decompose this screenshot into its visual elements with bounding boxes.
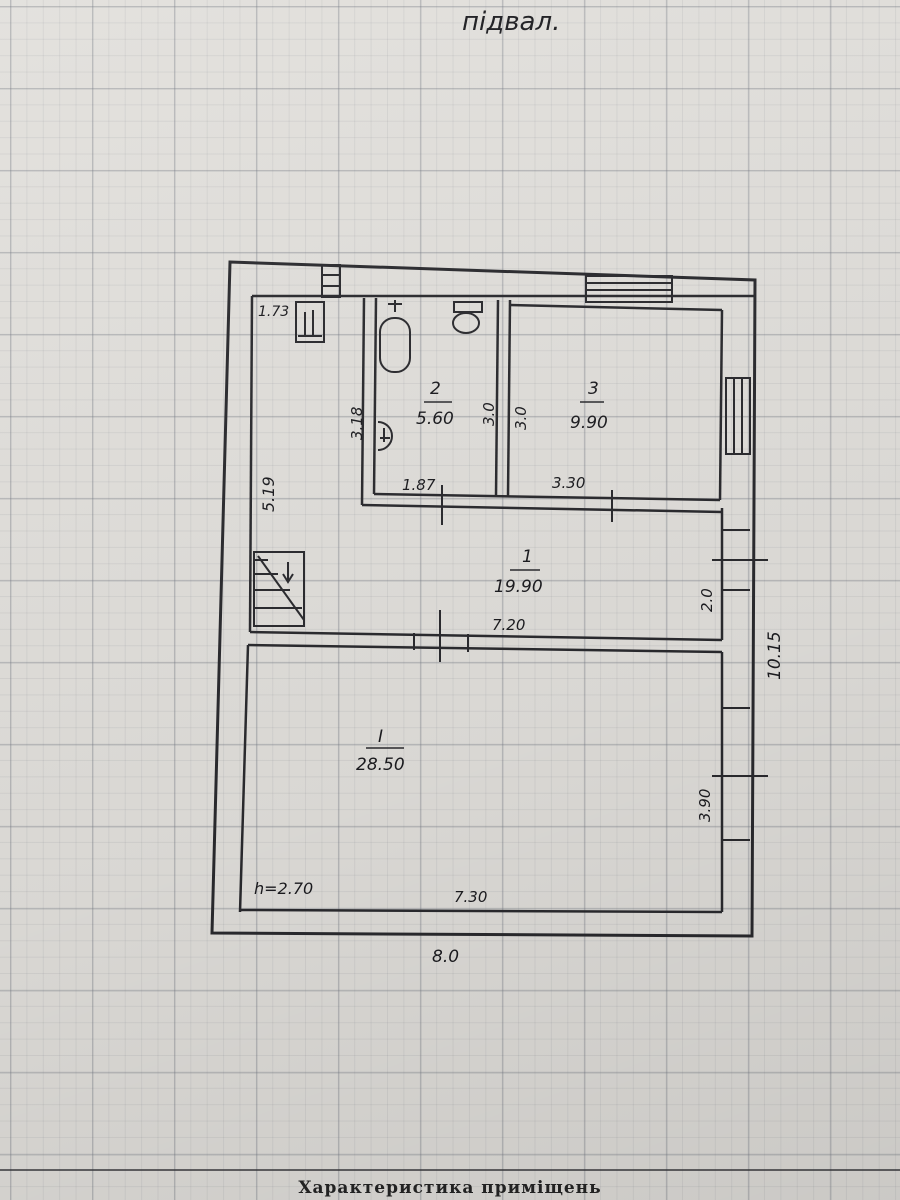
- ceiling-height: h=2.70: [254, 879, 313, 898]
- room-1-number: 1: [522, 547, 533, 567]
- sink-fixture: [377, 421, 393, 451]
- room-1-length: 7.20: [492, 616, 525, 634]
- outer-walls: [210, 260, 757, 938]
- room-2-width: 1.87: [402, 476, 436, 494]
- overall-width: 8.0: [432, 947, 459, 967]
- window-top-left: [321, 264, 341, 298]
- overall-length: 10.15: [765, 631, 785, 680]
- nook-area-label: 1.73: [258, 304, 289, 320]
- room-2-area: 5.60: [416, 409, 454, 429]
- room-I-number: I: [378, 727, 383, 747]
- room-I-length: 7.30: [454, 888, 487, 906]
- wet-rooms-walls: [360, 297, 724, 514]
- room-1-area: 19.90: [494, 577, 543, 597]
- plan-heading: підвал.: [462, 7, 560, 37]
- table-title: Характеристика приміщень: [298, 1178, 602, 1198]
- door-marks: [413, 485, 768, 777]
- toilet-fixture: [452, 301, 483, 334]
- window-right-room3: [725, 377, 751, 455]
- room-1-width: 2.0: [698, 588, 716, 612]
- window-top-right: [585, 275, 673, 303]
- bathtub-fixture: [379, 300, 411, 373]
- wall-openings-right: [722, 529, 750, 841]
- room-2-number: 2: [430, 379, 441, 399]
- room-2-depth-left: 3.18: [348, 407, 366, 440]
- room-3-depth: 3.0: [512, 406, 530, 430]
- boiler-fixture: [295, 301, 325, 343]
- room-I-width: 3.90: [696, 789, 714, 822]
- room-3-number: 3: [588, 379, 599, 399]
- room-I-area: 28.50: [356, 755, 405, 775]
- room-3-area: 9.90: [570, 413, 608, 433]
- room-2-depth-right: 3.0: [480, 402, 498, 426]
- staircase: [253, 551, 305, 627]
- inner-walls: [238, 294, 755, 914]
- corridor-length-label: 5.19: [259, 476, 278, 512]
- room-3-width: 3.30: [552, 474, 585, 492]
